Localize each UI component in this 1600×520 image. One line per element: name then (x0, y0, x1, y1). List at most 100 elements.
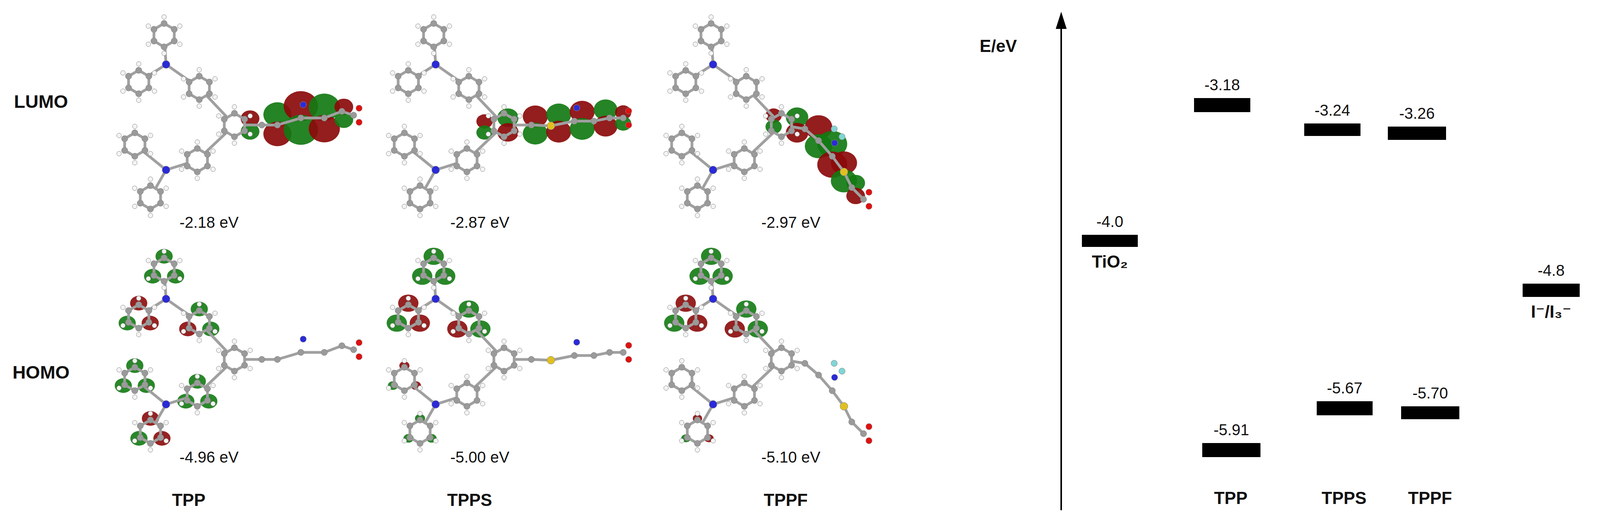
atom (157, 200, 164, 207)
atom (194, 168, 201, 176)
atom (137, 434, 144, 441)
bond (207, 330, 227, 351)
atom (420, 260, 427, 267)
atom (194, 403, 201, 410)
atom (171, 272, 178, 279)
atom (692, 307, 699, 314)
molecule (114, 248, 363, 453)
energy-level-bar: -4.0TiO₂ (1081, 234, 1138, 247)
atom (297, 114, 304, 122)
atom (417, 133, 423, 138)
bond (690, 151, 714, 170)
atom (171, 260, 178, 267)
atom (440, 26, 447, 33)
atom (831, 374, 838, 381)
atom (258, 121, 265, 129)
atom (415, 258, 421, 263)
atom (350, 346, 357, 353)
atom (695, 176, 700, 182)
atom (181, 311, 186, 316)
atom (148, 213, 153, 219)
atom (212, 328, 218, 334)
atom (464, 139, 470, 145)
atom (121, 381, 128, 388)
atom (405, 301, 412, 308)
bond (690, 386, 714, 405)
atom (446, 41, 452, 47)
atom (679, 395, 685, 400)
atom (216, 131, 222, 137)
atom (547, 121, 555, 130)
atom (801, 360, 809, 367)
atom (708, 14, 714, 20)
atom (427, 434, 434, 441)
atom (196, 96, 203, 103)
energy-axis (1060, 27, 1062, 511)
atom (132, 185, 138, 191)
atom (448, 401, 454, 406)
atom (695, 213, 700, 219)
atom (431, 60, 440, 69)
atom (420, 37, 427, 45)
atom (473, 397, 481, 404)
atom (163, 203, 169, 209)
atom (743, 307, 750, 314)
orbital-back (114, 248, 220, 446)
atom (464, 410, 470, 416)
level-value: -4.8 (1537, 261, 1565, 279)
bond (475, 367, 496, 387)
atom (778, 133, 785, 140)
atom (794, 131, 800, 137)
bond (277, 352, 301, 360)
atom (163, 438, 169, 444)
atom (500, 344, 508, 351)
atom (160, 254, 168, 262)
atom (415, 41, 421, 47)
atom (710, 420, 716, 426)
atom (679, 185, 685, 191)
level-value: -3.18 (1204, 76, 1240, 94)
atom (421, 70, 427, 76)
atom (416, 205, 424, 213)
atom (663, 151, 669, 156)
atom (391, 135, 398, 142)
atom (710, 203, 716, 209)
atom (232, 339, 237, 344)
atom (751, 151, 758, 158)
atom (232, 104, 237, 110)
skeleton (386, 249, 632, 453)
bond (277, 117, 301, 126)
atom (682, 301, 689, 308)
bond (754, 330, 774, 351)
atom (136, 98, 142, 103)
atom (741, 168, 748, 176)
atom (668, 135, 675, 142)
atom (417, 213, 423, 219)
bond (713, 64, 737, 82)
atom (145, 73, 152, 80)
atom (663, 133, 669, 138)
molecule-name: TPPS (1321, 488, 1367, 508)
atom (707, 20, 715, 27)
energy-value: -2.18 eV (179, 213, 239, 231)
atom (698, 70, 704, 76)
atom (831, 125, 838, 133)
atom (212, 94, 218, 100)
atom (743, 330, 750, 338)
bond (713, 298, 737, 316)
atom (162, 400, 170, 409)
atom (724, 258, 730, 263)
atom (194, 374, 200, 379)
atom (486, 348, 491, 353)
atom (146, 23, 151, 29)
atom (148, 367, 153, 373)
atom (732, 325, 740, 332)
bond (205, 133, 226, 153)
atom (132, 203, 138, 209)
atom (386, 385, 392, 391)
atom (411, 381, 418, 388)
atom (486, 366, 491, 371)
atom (732, 78, 740, 86)
atom (386, 151, 392, 156)
